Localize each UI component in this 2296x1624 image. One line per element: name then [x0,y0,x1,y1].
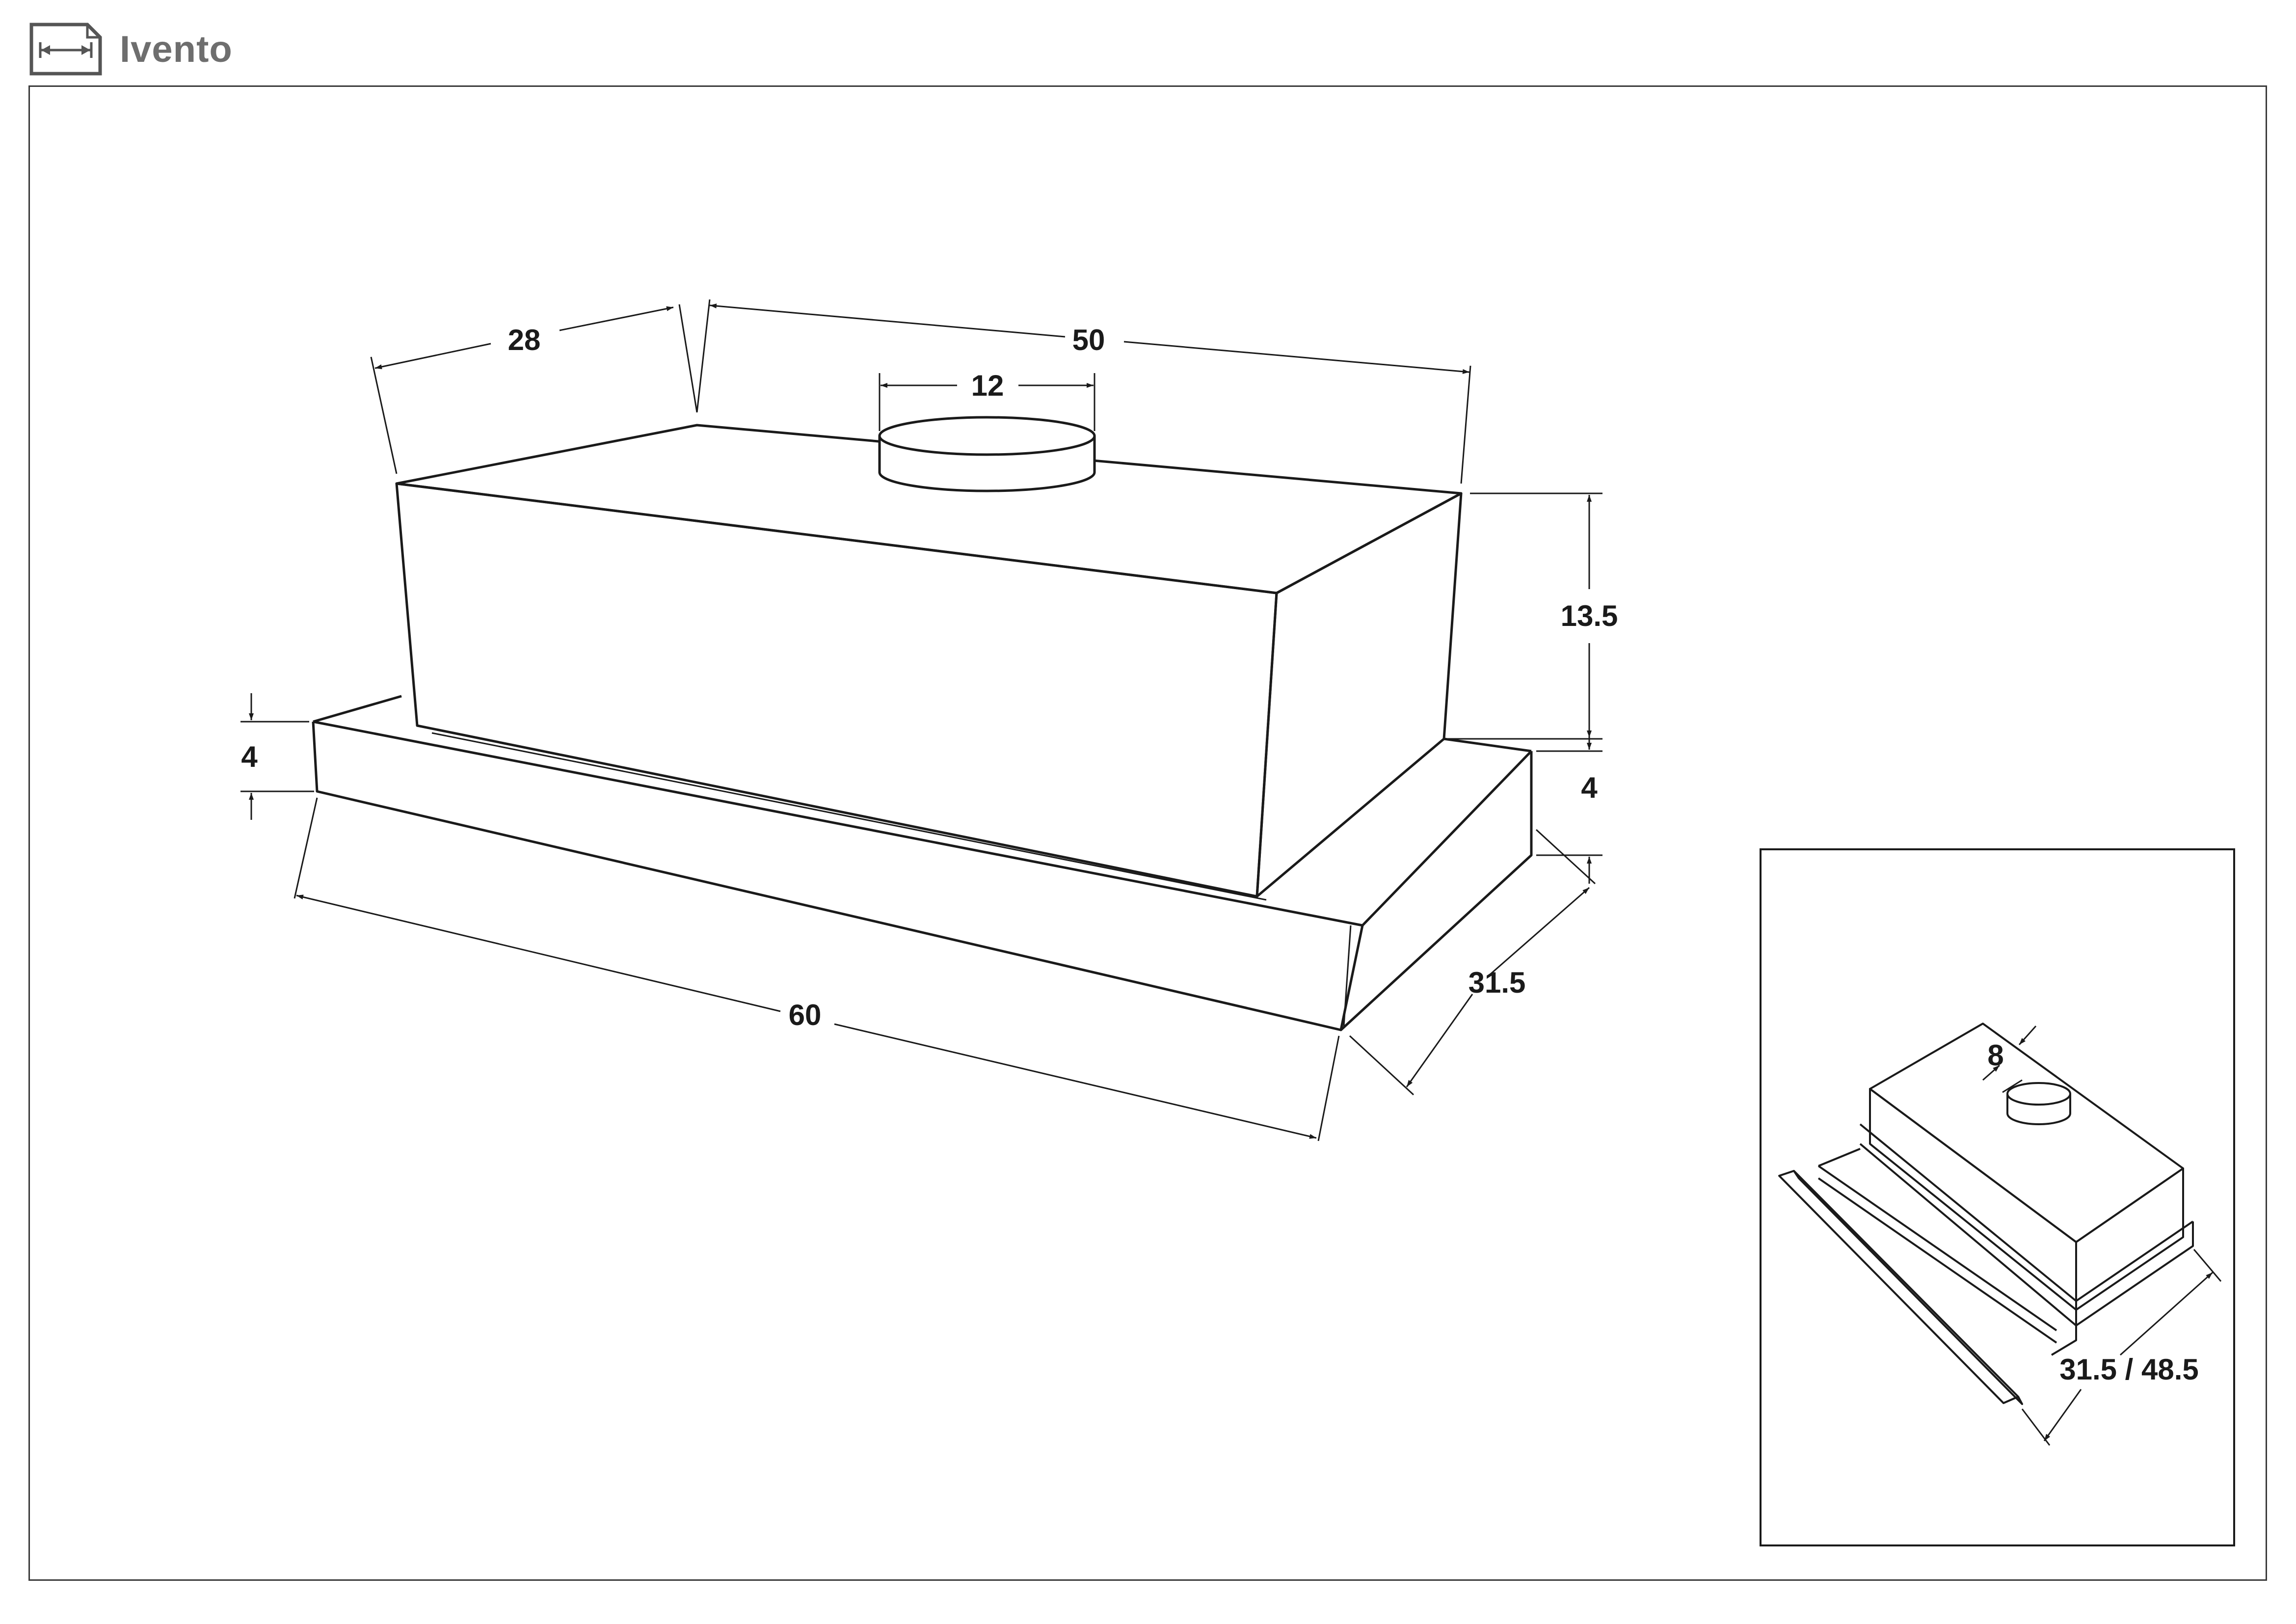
drawing-frame [28,85,2267,1581]
inset-outlet [2006,1082,2071,1125]
dim-extension-depth: 31.5 / 48.5 [2059,1353,2199,1386]
header: Ivento [28,20,233,79]
brand-name: Ivento [120,28,233,70]
inset-frame [1760,848,2235,1546]
inset-dimension-lines [1982,1025,2222,1446]
dim-panel-height-left: 4 [241,740,258,773]
dim-outlet-collar: 8 [1987,1039,2003,1072]
dimension-lines [240,299,1602,1141]
outlet-collar [878,416,1096,492]
hood-body [395,424,1463,898]
base-panel [312,695,1533,1031]
dim-body-height: 13.5 [1561,599,1618,632]
dim-width-top: 50 [1072,324,1105,356]
dim-panel-height-right: 4 [1581,771,1598,804]
dim-panel-depth: 31.5 [1468,966,1526,999]
dim-outlet-diameter: 12 [971,369,1004,402]
inset-hood [1778,1023,2194,1405]
dim-panel-width: 60 [789,999,822,1031]
width-dimension-icon [29,23,102,76]
dim-depth-top: 28 [508,324,541,356]
